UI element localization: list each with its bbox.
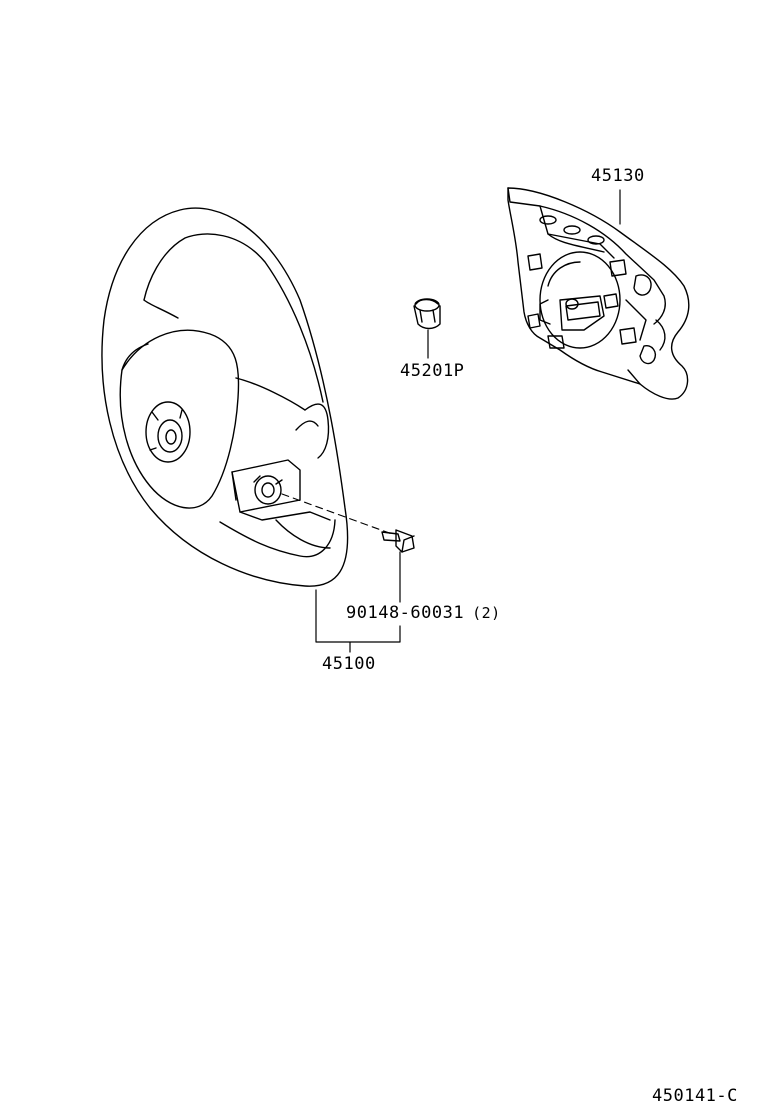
part-label-45130[interactable]: 45130 (591, 166, 645, 186)
screw-illustration (381, 529, 415, 553)
figure-code: 450141-C (652, 1086, 738, 1106)
part-label-45100[interactable]: 45100 (322, 654, 376, 674)
leader-45100 (315, 589, 401, 653)
nut-illustration (413, 298, 441, 330)
steering-wheel-illustration (101, 207, 349, 587)
part-label-90148-60031[interactable]: 90148-60031 (2) (346, 605, 501, 622)
part-quantity: (2) (472, 604, 501, 622)
screw-axis-line (281, 493, 393, 535)
pad-illustration (507, 187, 690, 400)
part-number-90148-60031: 90148-60031 (346, 603, 465, 623)
part-label-45201p[interactable]: 45201P (400, 361, 465, 381)
